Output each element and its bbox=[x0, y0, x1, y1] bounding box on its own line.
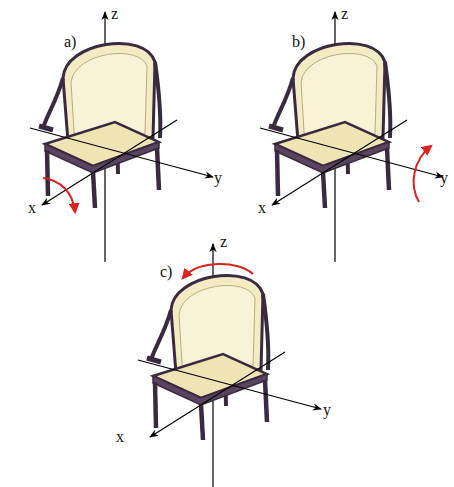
panel-a bbox=[30, 12, 213, 262]
panel-letter: c) bbox=[160, 264, 172, 280]
axis-label: x bbox=[28, 200, 36, 216]
axis-label: x bbox=[116, 429, 124, 445]
axis-label: x bbox=[258, 200, 266, 216]
panel-c bbox=[138, 244, 321, 487]
axis-label: y bbox=[214, 170, 222, 186]
panel-letter: b) bbox=[292, 34, 305, 50]
axis-label: y bbox=[440, 170, 448, 186]
axis-label: z bbox=[341, 6, 348, 22]
panel-letter: a) bbox=[64, 34, 76, 50]
rotation-arrow bbox=[43, 178, 75, 212]
axis-label: y bbox=[323, 402, 331, 418]
rotation-arrow bbox=[183, 264, 253, 278]
axis-label: z bbox=[220, 234, 227, 250]
panel-b bbox=[260, 12, 443, 262]
rotation-arrow bbox=[414, 146, 431, 202]
axis-label: z bbox=[111, 6, 118, 22]
